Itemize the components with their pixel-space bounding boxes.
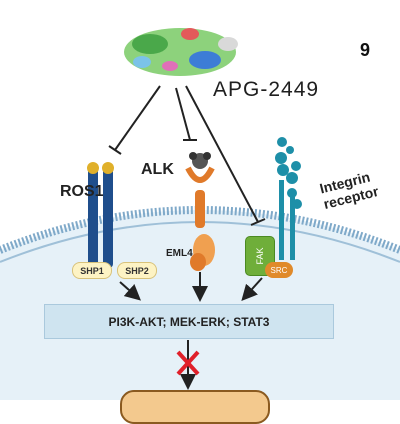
inhibition-lines [108,85,266,226]
alk-receptor [185,152,215,271]
panel-number: 9 [360,40,371,60]
drug-name: APG-2449 [213,78,320,101]
drug-molecule-image [124,28,238,76]
src-badge: SRC [265,262,293,278]
shp2-badge: SHP2 [117,262,157,279]
alk-label: ALK [141,161,174,178]
blocked-signal-cross [176,350,200,376]
integrin-receptor [275,137,302,260]
eml4-label: EML4 [166,248,193,259]
outcome-box [120,390,270,424]
signaling-pathway-box: PI3K-AKT; MEK-ERK; STAT3 [44,304,334,339]
ros1-label: ROS1 [60,183,104,200]
diagram: 9 APG-2449 ROS1 ALK EML4 Integrin recept… [0,28,400,424]
ros1-receptor [87,162,114,268]
shp1-badge: SHP1 [72,262,112,279]
